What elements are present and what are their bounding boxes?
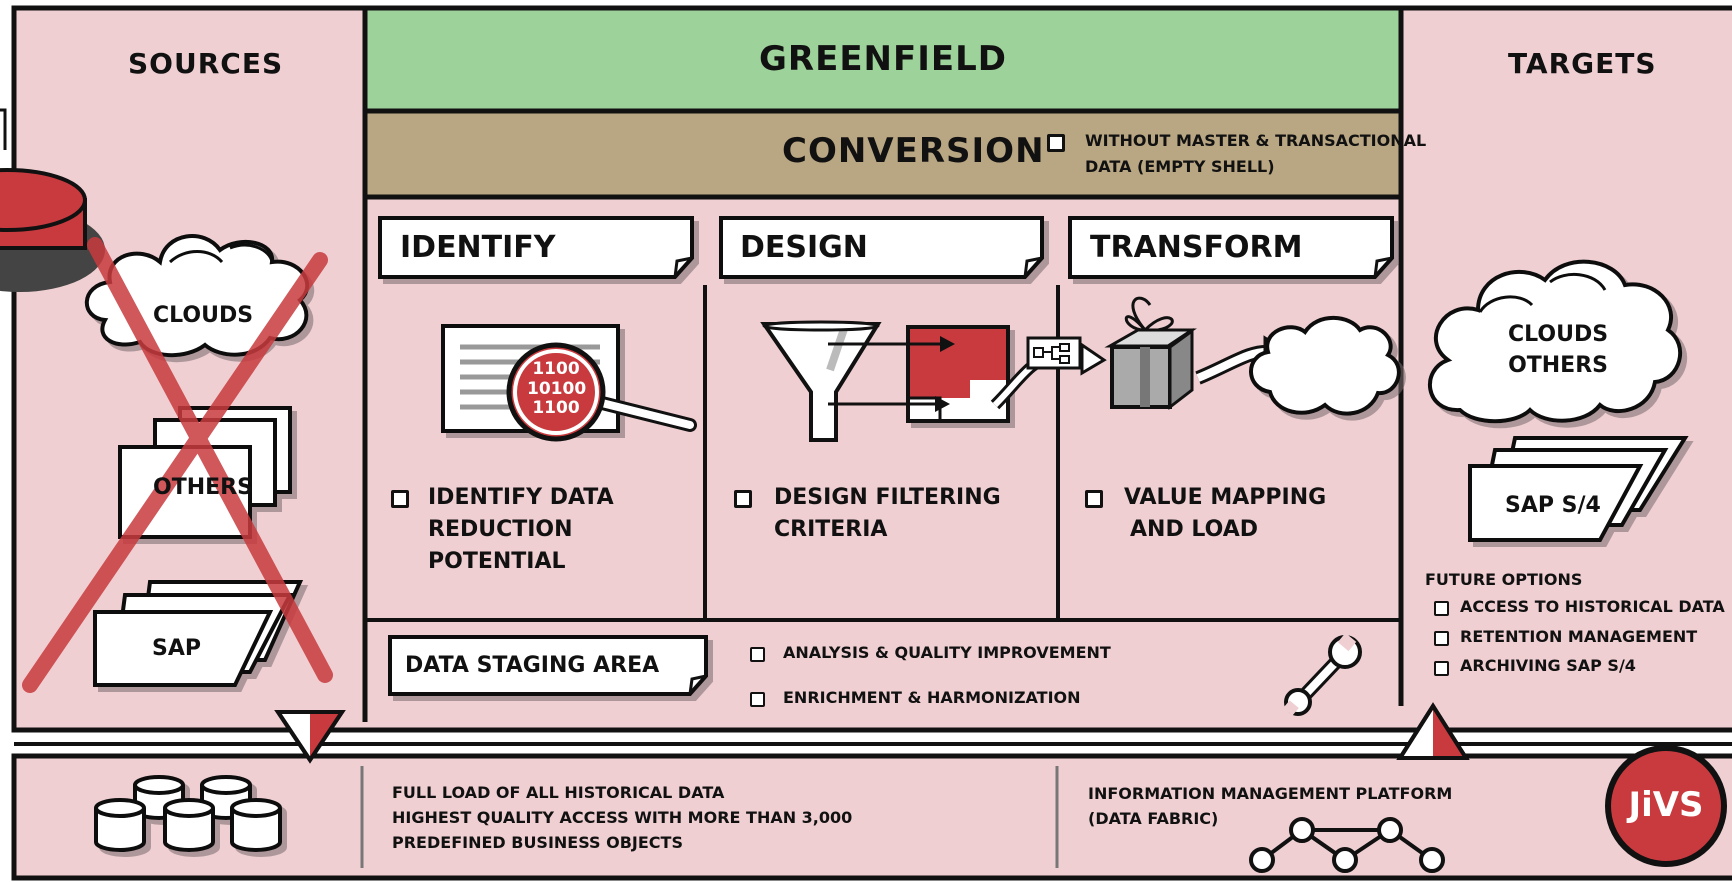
checkbox[interactable] xyxy=(750,692,765,707)
checkbox[interactable] xyxy=(1434,661,1449,676)
cloud-icon xyxy=(1249,315,1401,416)
checkbox[interactable] xyxy=(1434,601,1449,616)
sources-heading: SOURCES xyxy=(128,47,284,80)
conversion-option-line-2: DATA (EMPTY SHELL) xyxy=(1085,157,1275,176)
checkbox[interactable] xyxy=(391,490,409,508)
magnifier-icon xyxy=(441,324,697,442)
conversion-option-line-1: WITHOUT MASTER & TRANSACTIONAL xyxy=(1085,131,1427,150)
folder-stack-icon xyxy=(93,580,304,687)
wrench-icon xyxy=(1283,632,1362,716)
checkbox[interactable] xyxy=(1047,134,1065,152)
jivs-logo: JiVS xyxy=(1628,785,1704,825)
source-sap-label: SAP xyxy=(152,636,201,661)
greenfield-heading: GREENFIELD xyxy=(365,38,1401,81)
checkbox[interactable] xyxy=(734,490,752,508)
phase-transform-title: TRANSFORM xyxy=(1090,230,1303,265)
source-others-label: OTHERS xyxy=(153,475,253,500)
future-option-1: ACCESS TO HISTORICAL DATA xyxy=(1460,597,1725,616)
network-graph-icon xyxy=(1249,817,1445,873)
greenfield-label: GREENFIELD xyxy=(759,39,1007,79)
phase-header-cards xyxy=(378,216,1394,696)
conversion-band xyxy=(362,108,1404,200)
red-x-mark xyxy=(22,237,333,693)
checkbox[interactable] xyxy=(1085,490,1103,508)
flowchart-icon xyxy=(828,325,1107,423)
database-disk-icon xyxy=(0,168,105,292)
cloud-icon xyxy=(1427,259,1683,424)
staging-item-2: ENRICHMENT & HARMONIZATION xyxy=(783,688,1081,707)
triangle-marker-icon xyxy=(274,702,1470,764)
bottom-right-text: INFORMATION MANAGEMENT PLATFORM(DATA FAB… xyxy=(1088,784,1453,828)
phase-identify-title: IDENTIFY xyxy=(400,230,556,265)
database-cylinders-icon xyxy=(94,775,282,852)
jivs-logo-circle xyxy=(1605,745,1727,867)
future-options-title: FUTURE OPTIONS xyxy=(1425,570,1583,589)
conversion-heading: CONVERSION xyxy=(782,131,1045,171)
staging-item-1: ANALYSIS & QUALITY IMPROVEMENT xyxy=(783,643,1111,662)
checkbox[interactable] xyxy=(1434,631,1449,646)
funnel-icon xyxy=(760,320,882,442)
target-sap-label: SAP S/4 xyxy=(1505,493,1601,518)
binary-digits: 1100 10100 1100 xyxy=(527,359,587,419)
targets-heading: TARGETS xyxy=(1508,47,1657,80)
gift-box-icon xyxy=(1104,296,1197,411)
checkbox[interactable] xyxy=(750,647,765,662)
future-option-2: RETENTION MANAGEMENT xyxy=(1460,627,1698,646)
phase-design-title: DESIGN xyxy=(740,230,868,265)
staging-title: DATA STAGING AREA xyxy=(405,653,660,678)
folder-stack-icon xyxy=(1468,436,1689,542)
future-option-3: ARCHIVING SAP S/4 xyxy=(1460,656,1636,675)
greenfield-band xyxy=(362,5,1404,114)
source-clouds-label: CLOUDS xyxy=(153,303,254,328)
bottom-panel xyxy=(11,753,1732,881)
